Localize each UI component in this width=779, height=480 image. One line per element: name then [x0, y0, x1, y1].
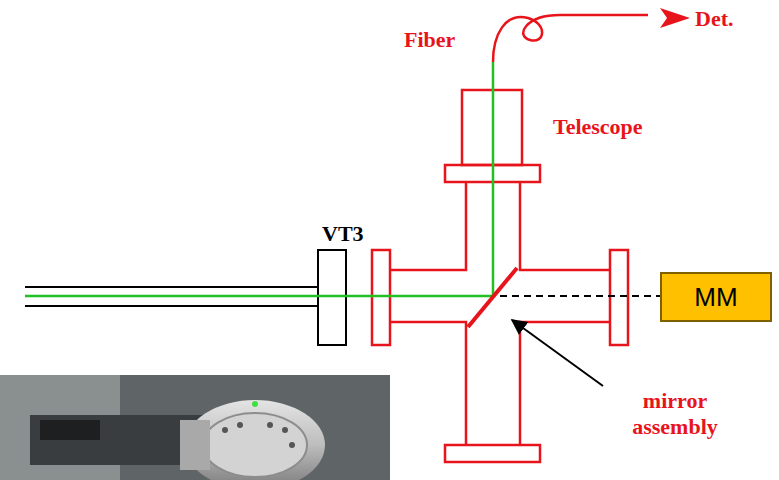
leader-arrow: [512, 320, 603, 386]
photo-inset: [0, 375, 390, 480]
vt3-flange: [318, 250, 346, 345]
detector-label: Det.: [695, 6, 733, 32]
part-label: mirror assembly: [610, 388, 740, 441]
dashed-path: [500, 295, 660, 297]
vacuum-cross: [372, 90, 628, 462]
telescope-label: Telescope: [553, 114, 643, 140]
mirror: [468, 268, 517, 327]
optical-fiber: [493, 15, 648, 62]
instrument-box: MM: [660, 272, 772, 322]
fiber-arrowhead: [660, 8, 690, 28]
valve-label: VT3: [322, 221, 364, 247]
box-label: MM: [694, 282, 737, 313]
fiber-label: Fiber: [404, 27, 455, 53]
laser-beam: [25, 62, 493, 296]
